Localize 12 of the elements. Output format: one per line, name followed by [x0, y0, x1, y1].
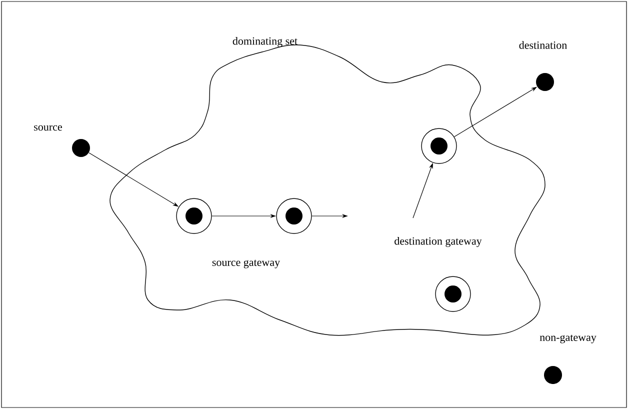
node-dot: [544, 366, 562, 384]
text-label: destination gateway: [394, 237, 482, 247]
node-label: destination: [519, 41, 567, 49]
node-dot: [536, 73, 554, 91]
node-label: source gateway: [212, 260, 280, 268]
gateway-node: [276, 198, 312, 234]
node-dot: [72, 139, 90, 157]
node-label: non-gateway: [540, 334, 596, 344]
gateway-node: [176, 198, 212, 234]
gateway-node: [421, 128, 457, 164]
gateway-node: [435, 276, 471, 312]
node-label: source: [34, 125, 62, 131]
